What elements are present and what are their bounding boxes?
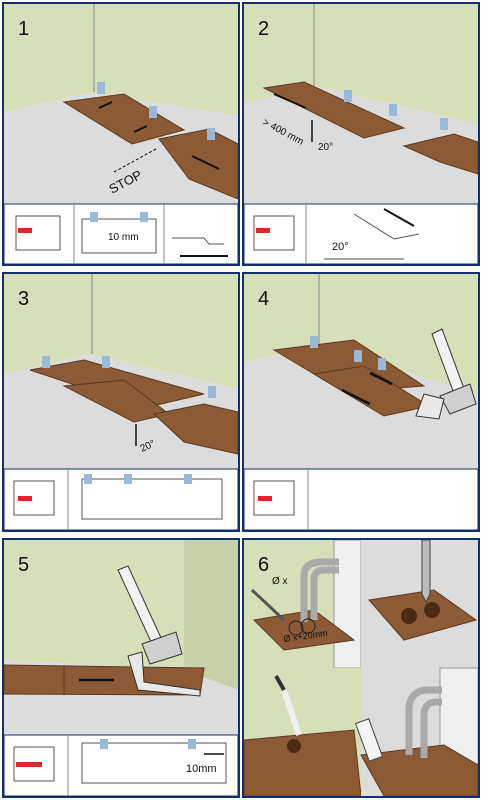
step-6-panel: 6 Ø x Ø x+20mm xyxy=(242,538,480,798)
step-5-illustration: 10mm xyxy=(4,540,238,796)
drill-bit-icon xyxy=(421,540,431,604)
step-6-illustration: Ø x Ø x+20mm xyxy=(244,540,478,796)
arrow-icon xyxy=(191,155,220,170)
step-2-panel: 2 > 400 mm 20° 20° xyxy=(242,2,480,266)
spacer xyxy=(149,106,157,118)
step-3-panel: 3 20° xyxy=(2,272,240,532)
angle-label: 20° xyxy=(318,142,333,153)
step-4-illustration xyxy=(244,274,478,530)
saw-icon xyxy=(281,689,302,736)
step-number: 3 xyxy=(18,288,30,310)
floor-board xyxy=(62,93,186,145)
arrow-icon xyxy=(341,388,371,406)
floor-board xyxy=(262,81,406,139)
back-wall xyxy=(4,4,94,112)
floor-board xyxy=(368,589,478,641)
step-number: 1 xyxy=(18,18,30,40)
arrow-icon xyxy=(273,93,307,109)
step-2-illustration: > 400 mm 20° 20° xyxy=(244,4,478,264)
tapping-block xyxy=(415,393,445,420)
gap-label: 10 mm xyxy=(108,232,139,243)
floor-board xyxy=(158,128,238,200)
step-number: 2 xyxy=(258,18,270,40)
arrow-icon xyxy=(98,101,113,109)
step-3-illustration: 20° xyxy=(4,274,238,530)
floor-board xyxy=(360,744,478,796)
spacer xyxy=(207,128,215,140)
step-1-illustration: STOP 10 mm xyxy=(4,4,238,264)
red-marker xyxy=(18,228,32,233)
floor-board xyxy=(252,609,356,651)
step-1-panel: 1 STOP 10 mm xyxy=(2,2,240,266)
room-diagram xyxy=(15,215,61,251)
pull-bar xyxy=(127,651,201,697)
step-5-panel: 5 10mm xyxy=(2,538,240,798)
hammer-icon xyxy=(117,565,183,665)
floor-board xyxy=(244,729,362,796)
pipe-icon xyxy=(310,566,339,620)
step-4-panel: 4 xyxy=(242,272,480,532)
floor xyxy=(4,92,238,204)
hammer-icon xyxy=(431,328,477,415)
angle-label: 20° xyxy=(332,241,349,253)
gap-label: 10mm xyxy=(186,763,217,775)
pipe-diameter-label: Ø x xyxy=(272,576,288,587)
glue-bottle-icon xyxy=(354,718,384,762)
spacer xyxy=(97,82,105,94)
pipe-icon xyxy=(405,686,442,755)
step-number: 4 xyxy=(258,288,270,310)
pencil-icon xyxy=(250,588,286,622)
side-wall xyxy=(94,4,238,116)
arrow-icon xyxy=(369,371,393,386)
step-number: 6 xyxy=(258,554,270,576)
step-number: 5 xyxy=(18,554,30,576)
floor-board xyxy=(402,133,478,175)
arrow-icon xyxy=(133,125,148,133)
